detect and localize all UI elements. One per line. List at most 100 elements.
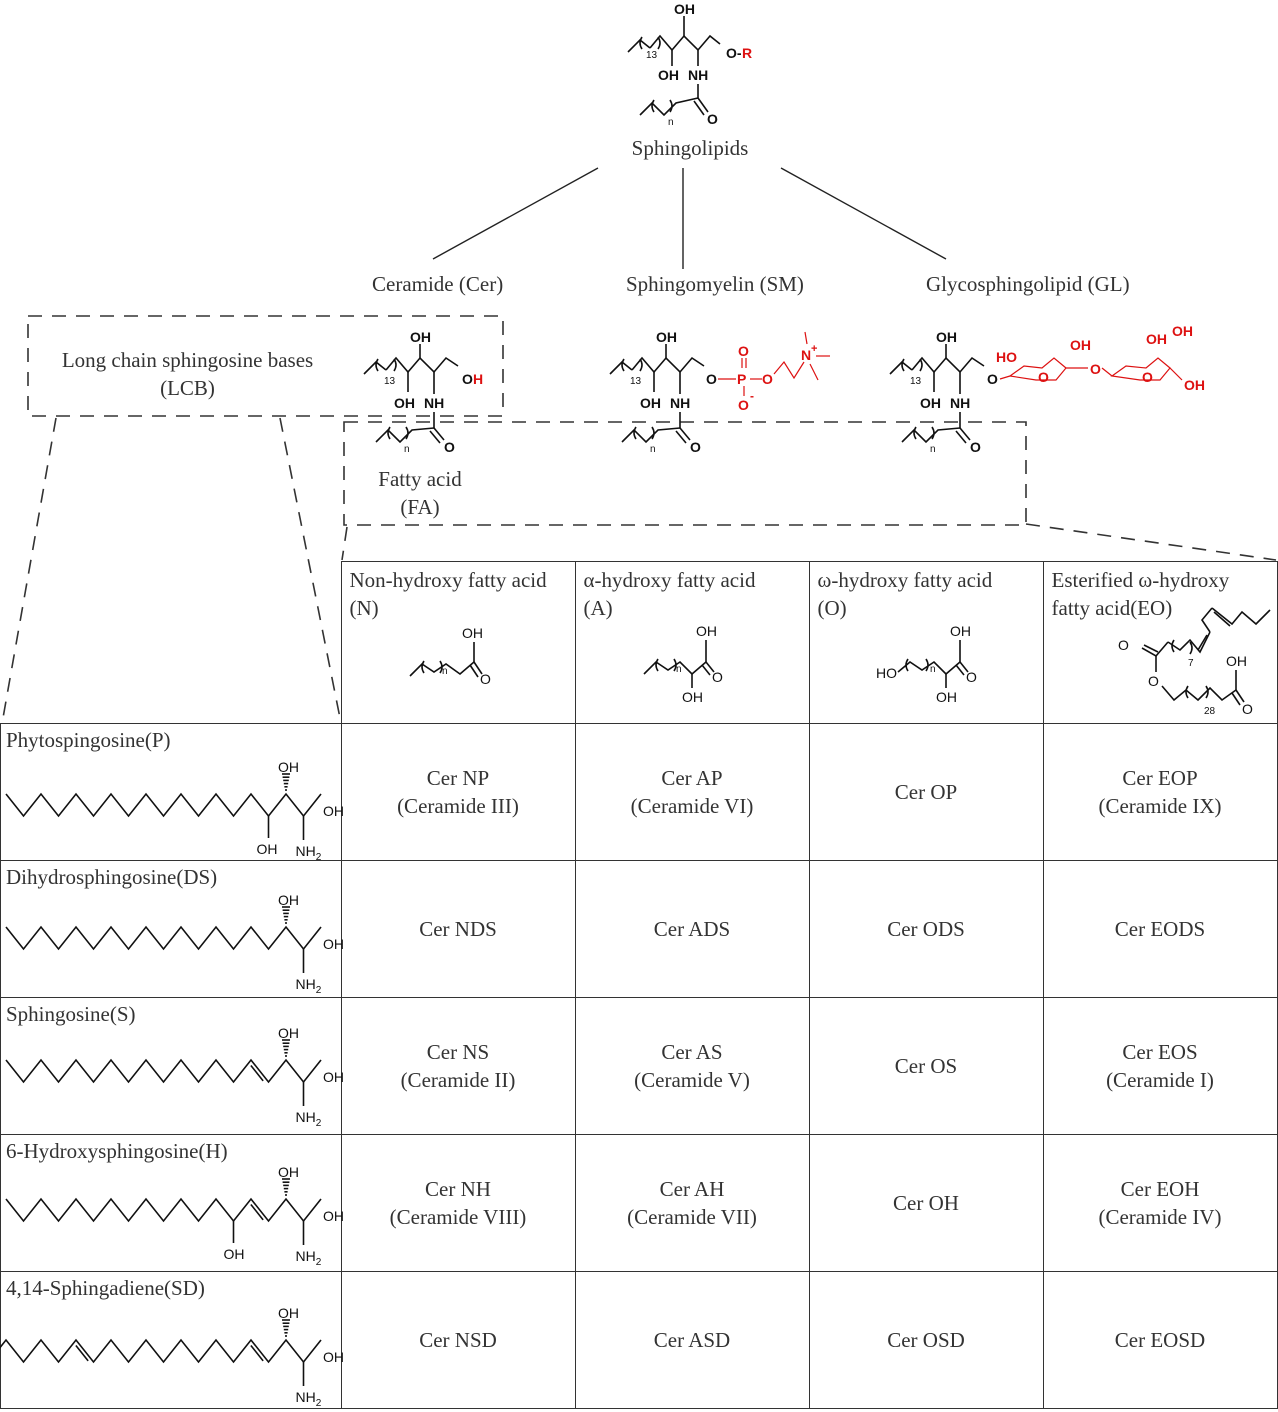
svg-text:+: + xyxy=(811,343,817,355)
ceramide-cell[interactable]: Cer ADS xyxy=(574,860,810,998)
svg-text:OH: OH xyxy=(1070,337,1091,353)
svg-text:n: n xyxy=(650,444,656,455)
svg-text:OH: OH xyxy=(1184,377,1205,393)
svg-text:O: O xyxy=(987,371,998,387)
fa-header-a: α-hydroxy fatty acid(A) n OH OH O xyxy=(574,561,810,724)
alpha-hydroxy-fatty-acid-structure: n OH OH O xyxy=(642,623,723,705)
nh2-label: NH2 xyxy=(296,843,322,863)
oh-label: OH xyxy=(278,759,299,775)
ceramide-cell[interactable]: Cer NS(Ceramide II) xyxy=(340,997,576,1135)
svg-text:13: 13 xyxy=(630,376,642,387)
svg-text:n: n xyxy=(442,666,448,677)
ceramide-cell[interactable]: Cer NH(Ceramide VIII) xyxy=(340,1134,576,1272)
carbon-chain xyxy=(5,1197,322,1223)
carbon-chain xyxy=(0,1338,322,1364)
oh-label: OH xyxy=(323,1208,344,1224)
svg-text:7: 7 xyxy=(1188,658,1194,669)
svg-text:OH: OH xyxy=(950,623,971,639)
branch-line-glycosphingolipid xyxy=(780,167,947,260)
svg-text:O: O xyxy=(1142,369,1153,385)
carbon-chain xyxy=(5,792,322,818)
ceramide-cell[interactable]: Cer NSD xyxy=(340,1271,576,1409)
ceramide-cell[interactable]: Cer NP(Ceramide III) xyxy=(340,723,576,861)
glycosphingolipid-structure: OH 13 OH NH O O HO OH O O OH OH OH O n xyxy=(889,323,1205,455)
oh-label: OH xyxy=(323,1069,344,1085)
svg-text:28: 28 xyxy=(1204,706,1216,717)
svg-text:O: O xyxy=(762,371,773,387)
svg-text:O: O xyxy=(1242,701,1253,717)
svg-text:n: n xyxy=(930,444,936,455)
svg-text:OH: OH xyxy=(640,395,661,411)
non-hydroxy-fatty-acid-structure: n OH O xyxy=(408,625,491,687)
class-label-sphingomyelin: Sphingomyelin (SM) xyxy=(626,272,804,296)
ceramide-cell[interactable]: Cer OH xyxy=(808,1134,1044,1272)
svg-text:O: O xyxy=(707,111,718,127)
svg-text:O: O xyxy=(738,343,749,359)
ceramide-cell[interactable]: Cer ASD xyxy=(574,1271,810,1409)
omega-hydroxy-fatty-acid-structure: HO n OH OH O xyxy=(876,623,977,705)
ceramide-cell[interactable]: Cer OSD xyxy=(808,1271,1044,1409)
ceramide-cell[interactable]: Cer EOH(Ceramide IV) xyxy=(1042,1134,1278,1272)
ceramide-cell[interactable]: Cer EOS(Ceramide I) xyxy=(1042,997,1278,1135)
lcb-box-label: Long chain sphingosine bases (LCB) xyxy=(61,348,314,400)
bond xyxy=(250,1203,264,1221)
esterified-omega-hydroxy-fatty-acid-structure: 7 O O 28 OH O xyxy=(1118,607,1271,717)
oh-label: OH xyxy=(278,892,299,908)
svg-text:O-: O- xyxy=(726,45,742,61)
ceramide-cell[interactable]: Cer AS(Ceramide V) xyxy=(574,997,810,1135)
fa-header-n: Non-hydroxy fatty acid(N) n OH O xyxy=(340,561,576,724)
nh2-label: NH2 xyxy=(296,1109,322,1129)
svg-text:n: n xyxy=(676,664,682,675)
fatty-acid-header-row: Non-hydroxy fatty acid(N) n OH O α-hydro… xyxy=(0,561,1278,724)
svg-text:n: n xyxy=(404,444,410,455)
svg-text:OH: OH xyxy=(1226,653,1247,669)
ceramide-classification-table: Non-hydroxy fatty acid(N) n OH O α-hydro… xyxy=(0,561,1278,1409)
ceramide-cell[interactable]: Cer AP(Ceramide VI) xyxy=(574,723,810,861)
svg-text:O: O xyxy=(706,371,717,387)
fa-box-label: Fatty acid (FA) xyxy=(378,467,462,519)
svg-text:OH: OH xyxy=(682,689,703,705)
class-label-ceramide: Ceramide (Cer) xyxy=(372,272,504,296)
oh-label: OH xyxy=(323,803,344,819)
ceramide-cell[interactable]: Cer ODS xyxy=(808,860,1044,998)
svg-text:OH: OH xyxy=(696,623,717,639)
ceramide-cell[interactable]: Cer AH(Ceramide VII) xyxy=(574,1134,810,1272)
svg-text:O: O xyxy=(966,669,977,685)
sphingomyelin-structure: OH 13 OH NH O P O O - O N + O n xyxy=(609,329,830,455)
svg-text:OH: OH xyxy=(462,625,483,641)
oh-label: OH xyxy=(278,1164,299,1180)
ammonium-label: N xyxy=(801,347,811,363)
gl-ho-label: HO xyxy=(996,349,1017,365)
branch-line-ceramide xyxy=(432,167,599,260)
ceramide-cell[interactable]: Cer EODS xyxy=(1042,860,1278,998)
class-label-glycosphingolipid: Glycosphingolipid (GL) xyxy=(926,272,1130,296)
ceramide-cell[interactable]: Cer NDS xyxy=(340,860,576,998)
svg-text:OH: OH xyxy=(936,329,957,345)
svg-text:OH: OH xyxy=(656,329,677,345)
ceramide-cell[interactable]: Cer OS xyxy=(808,997,1044,1135)
svg-text:OH: OH xyxy=(936,689,957,705)
fa-header-o: ω-hydroxy fatty acid(O) HO n OH OH O xyxy=(808,561,1044,724)
svg-text:OH: OH xyxy=(920,395,941,411)
svg-text:O: O xyxy=(690,439,701,455)
ceramide-cell[interactable]: Cer EOP(Ceramide IX) xyxy=(1042,723,1278,861)
empty-corner-cell xyxy=(0,561,342,724)
ceramide-cell[interactable]: Cer OP xyxy=(808,723,1044,861)
nh2-label: NH2 xyxy=(296,1248,322,1268)
svg-text:NH: NH xyxy=(424,395,444,411)
svg-text:n: n xyxy=(930,664,936,675)
svg-text:NH: NH xyxy=(670,395,690,411)
ceramide-cell[interactable]: Cer EOSD xyxy=(1042,1271,1278,1409)
svg-text:O: O xyxy=(462,371,473,387)
